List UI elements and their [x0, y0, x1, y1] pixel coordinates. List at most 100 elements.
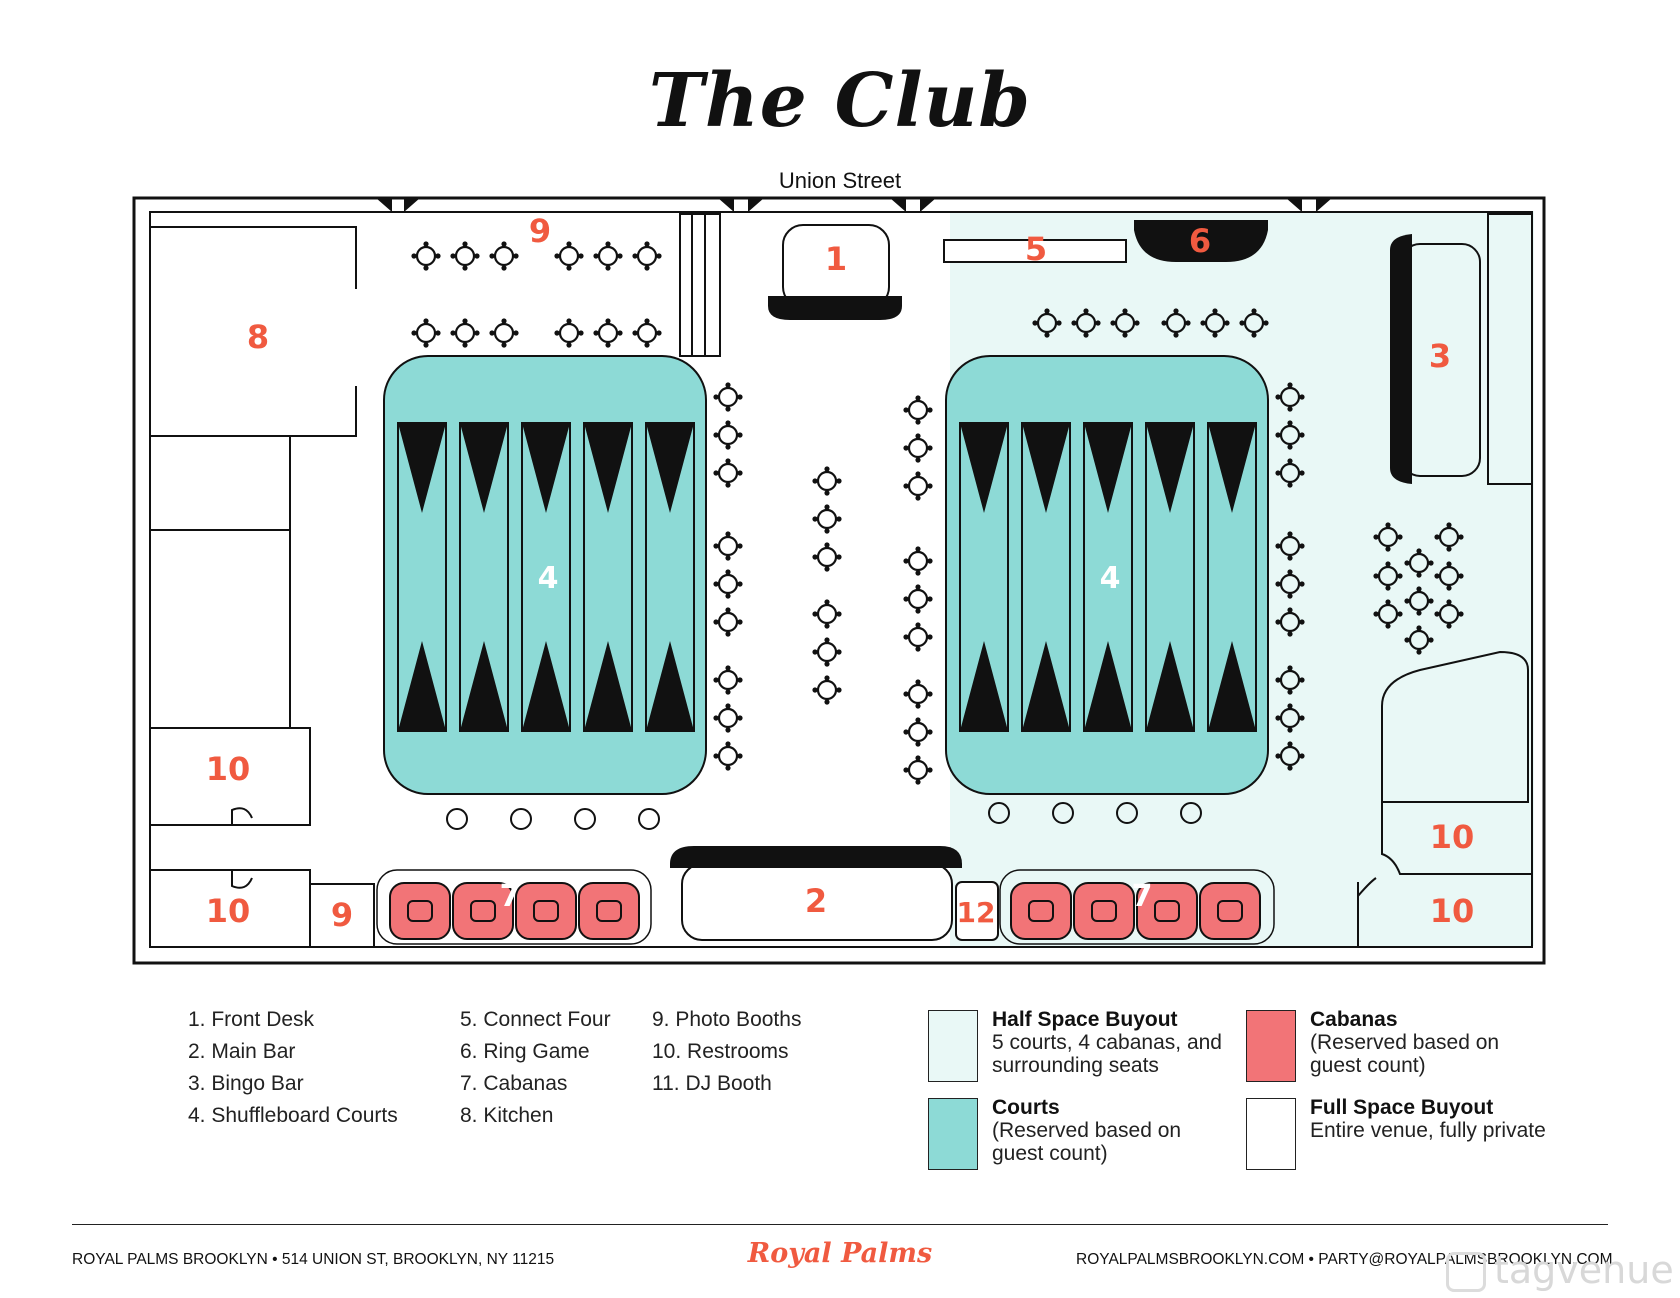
- key-half-space: Half Space Buyout 5 courts, 4 cabanas, a…: [992, 1008, 1232, 1077]
- seat-icon: [811, 541, 843, 573]
- key-title: Half Space Buyout: [992, 1008, 1178, 1031]
- seat-icon: [712, 381, 744, 413]
- seat-icon: [902, 394, 934, 426]
- label-ring-game: 6: [1189, 222, 1211, 260]
- label-court-right: 4: [1100, 561, 1121, 596]
- stool-icon: [510, 808, 532, 830]
- main-bar: [670, 846, 962, 941]
- seat-icon: [712, 530, 744, 562]
- seat-icon: [811, 674, 843, 706]
- seat-icon: [410, 317, 442, 349]
- seat-icon: [712, 740, 744, 772]
- seat-icon: [449, 240, 481, 272]
- seat-icon: [902, 754, 934, 786]
- label-front-desk: 1: [825, 240, 847, 278]
- stool-icon: [638, 808, 660, 830]
- legend-item: 5. Connect Four: [460, 1008, 611, 1031]
- seat-icon: [712, 568, 744, 600]
- footer-divider: [72, 1224, 1608, 1225]
- ring-game: [1134, 220, 1268, 262]
- seat-icon: [488, 240, 520, 272]
- legend-item: 4. Shuffleboard Courts: [188, 1104, 398, 1127]
- label-cabana-left: 7: [500, 879, 521, 914]
- cabana-cushion: [389, 882, 451, 940]
- key-desc: (Reserved based on guest count): [1310, 1031, 1500, 1077]
- seat-icon: [811, 636, 843, 668]
- legend-item: 9. Photo Booths: [652, 1008, 802, 1031]
- stool-icon: [1052, 802, 1074, 824]
- bingo-bar: [1390, 213, 1533, 485]
- seat-icon: [712, 664, 744, 696]
- key-desc: Entire venue, fully private: [1310, 1119, 1546, 1142]
- key-cabanas: Cabanas (Reserved based on guest count): [1310, 1008, 1550, 1077]
- door-icon: [376, 198, 1332, 212]
- shuffleboard-lane: [583, 422, 633, 732]
- seat-icon: [631, 240, 663, 272]
- seat-icon: [811, 503, 843, 535]
- seat-icon: [488, 317, 520, 349]
- stool-icon: [1180, 802, 1202, 824]
- shuffleboard-lane: [1145, 422, 1195, 732]
- seat-icon: [712, 702, 744, 734]
- label-restroom-left-top: 10: [206, 750, 251, 788]
- key-courts: Courts (Reserved based on guest count): [992, 1096, 1232, 1165]
- seat-icon: [902, 545, 934, 577]
- watermark: tagvenue: [1494, 1248, 1674, 1292]
- seat-icon: [592, 240, 624, 272]
- seat-icon: [553, 317, 585, 349]
- seat-icon: [902, 432, 934, 464]
- label-photo-booth-bottom: 9: [331, 896, 353, 934]
- stool-icon: [1116, 802, 1138, 824]
- legend-column-1: 1. Front Desk 2. Main Bar 3. Bingo Bar 4…: [188, 1004, 398, 1132]
- label-restroom-right-top: 10: [1430, 818, 1475, 856]
- shuffleboard-court-left: [383, 355, 707, 795]
- shuffleboard-lane: [645, 422, 695, 732]
- swatch-half-space: [928, 1010, 978, 1082]
- label-cabana-right: 7: [1132, 879, 1153, 914]
- key-title: Cabanas: [1310, 1008, 1398, 1031]
- seat-icon: [553, 240, 585, 272]
- label-restroom-right-bottom: 10: [1430, 892, 1475, 930]
- booth-12: [955, 881, 999, 941]
- legend-item: 7. Cabanas: [460, 1072, 568, 1095]
- legend-item: 6. Ring Game: [460, 1040, 590, 1063]
- label-restroom-left-bottom: 10: [206, 892, 251, 930]
- label-photo-booth-top: 9: [529, 212, 551, 250]
- street-label: Union Street: [778, 168, 902, 193]
- cabanas-right: [999, 869, 1275, 945]
- shuffleboard-lane: [1207, 422, 1257, 732]
- legend-item: 2. Main Bar: [188, 1040, 296, 1063]
- label-booth-12: 12: [957, 896, 996, 929]
- floor-plan: 1 2 3 5 6 8 9 9 10 10 10 10 12 4 4 7 7: [132, 196, 1546, 965]
- shuffleboard-lane: [459, 422, 509, 732]
- footer-address: ROYAL PALMS BROOKLYN • 514 UNION ST, BRO…: [72, 1251, 555, 1268]
- legend-item: 3. Bingo Bar: [188, 1072, 304, 1095]
- label-court-left: 4: [538, 561, 559, 596]
- page-title: The Club: [648, 58, 1032, 144]
- seat-icon: [902, 621, 934, 653]
- seat-icon: [449, 317, 481, 349]
- seat-icon: [902, 716, 934, 748]
- seat-icon: [902, 470, 934, 502]
- seat-icon: [811, 598, 843, 630]
- legend-item: 1. Front Desk: [188, 1008, 315, 1031]
- seat-icon: [811, 465, 843, 497]
- stool-icon: [574, 808, 596, 830]
- shuffleboard-lane: [1021, 422, 1071, 732]
- swatch-cabanas: [1246, 1010, 1296, 1082]
- legend-item: 11. DJ Booth: [652, 1072, 772, 1095]
- watermark-icon: [1446, 1252, 1486, 1292]
- key-desc: (Reserved based on guest count): [992, 1119, 1182, 1165]
- legend-column-3: 9. Photo Booths 10. Restrooms 11. DJ Boo…: [652, 1004, 801, 1100]
- cabanas-left: [376, 869, 652, 945]
- shuffleboard-lane: [397, 422, 447, 732]
- key-desc: 5 courts, 4 cabanas, and surrounding sea…: [992, 1031, 1222, 1077]
- seat-icon: [902, 678, 934, 710]
- legend-column-2: 5. Connect Four 6. Ring Game 7. Cabanas …: [460, 1004, 611, 1132]
- shuffleboard-lane: [959, 422, 1009, 732]
- swatch-full-space: [1246, 1098, 1296, 1170]
- label-main-bar: 2: [805, 882, 827, 920]
- label-connect-four: 5: [1025, 230, 1047, 268]
- cabana-cushion: [1199, 882, 1261, 940]
- connect-four: [943, 239, 1127, 263]
